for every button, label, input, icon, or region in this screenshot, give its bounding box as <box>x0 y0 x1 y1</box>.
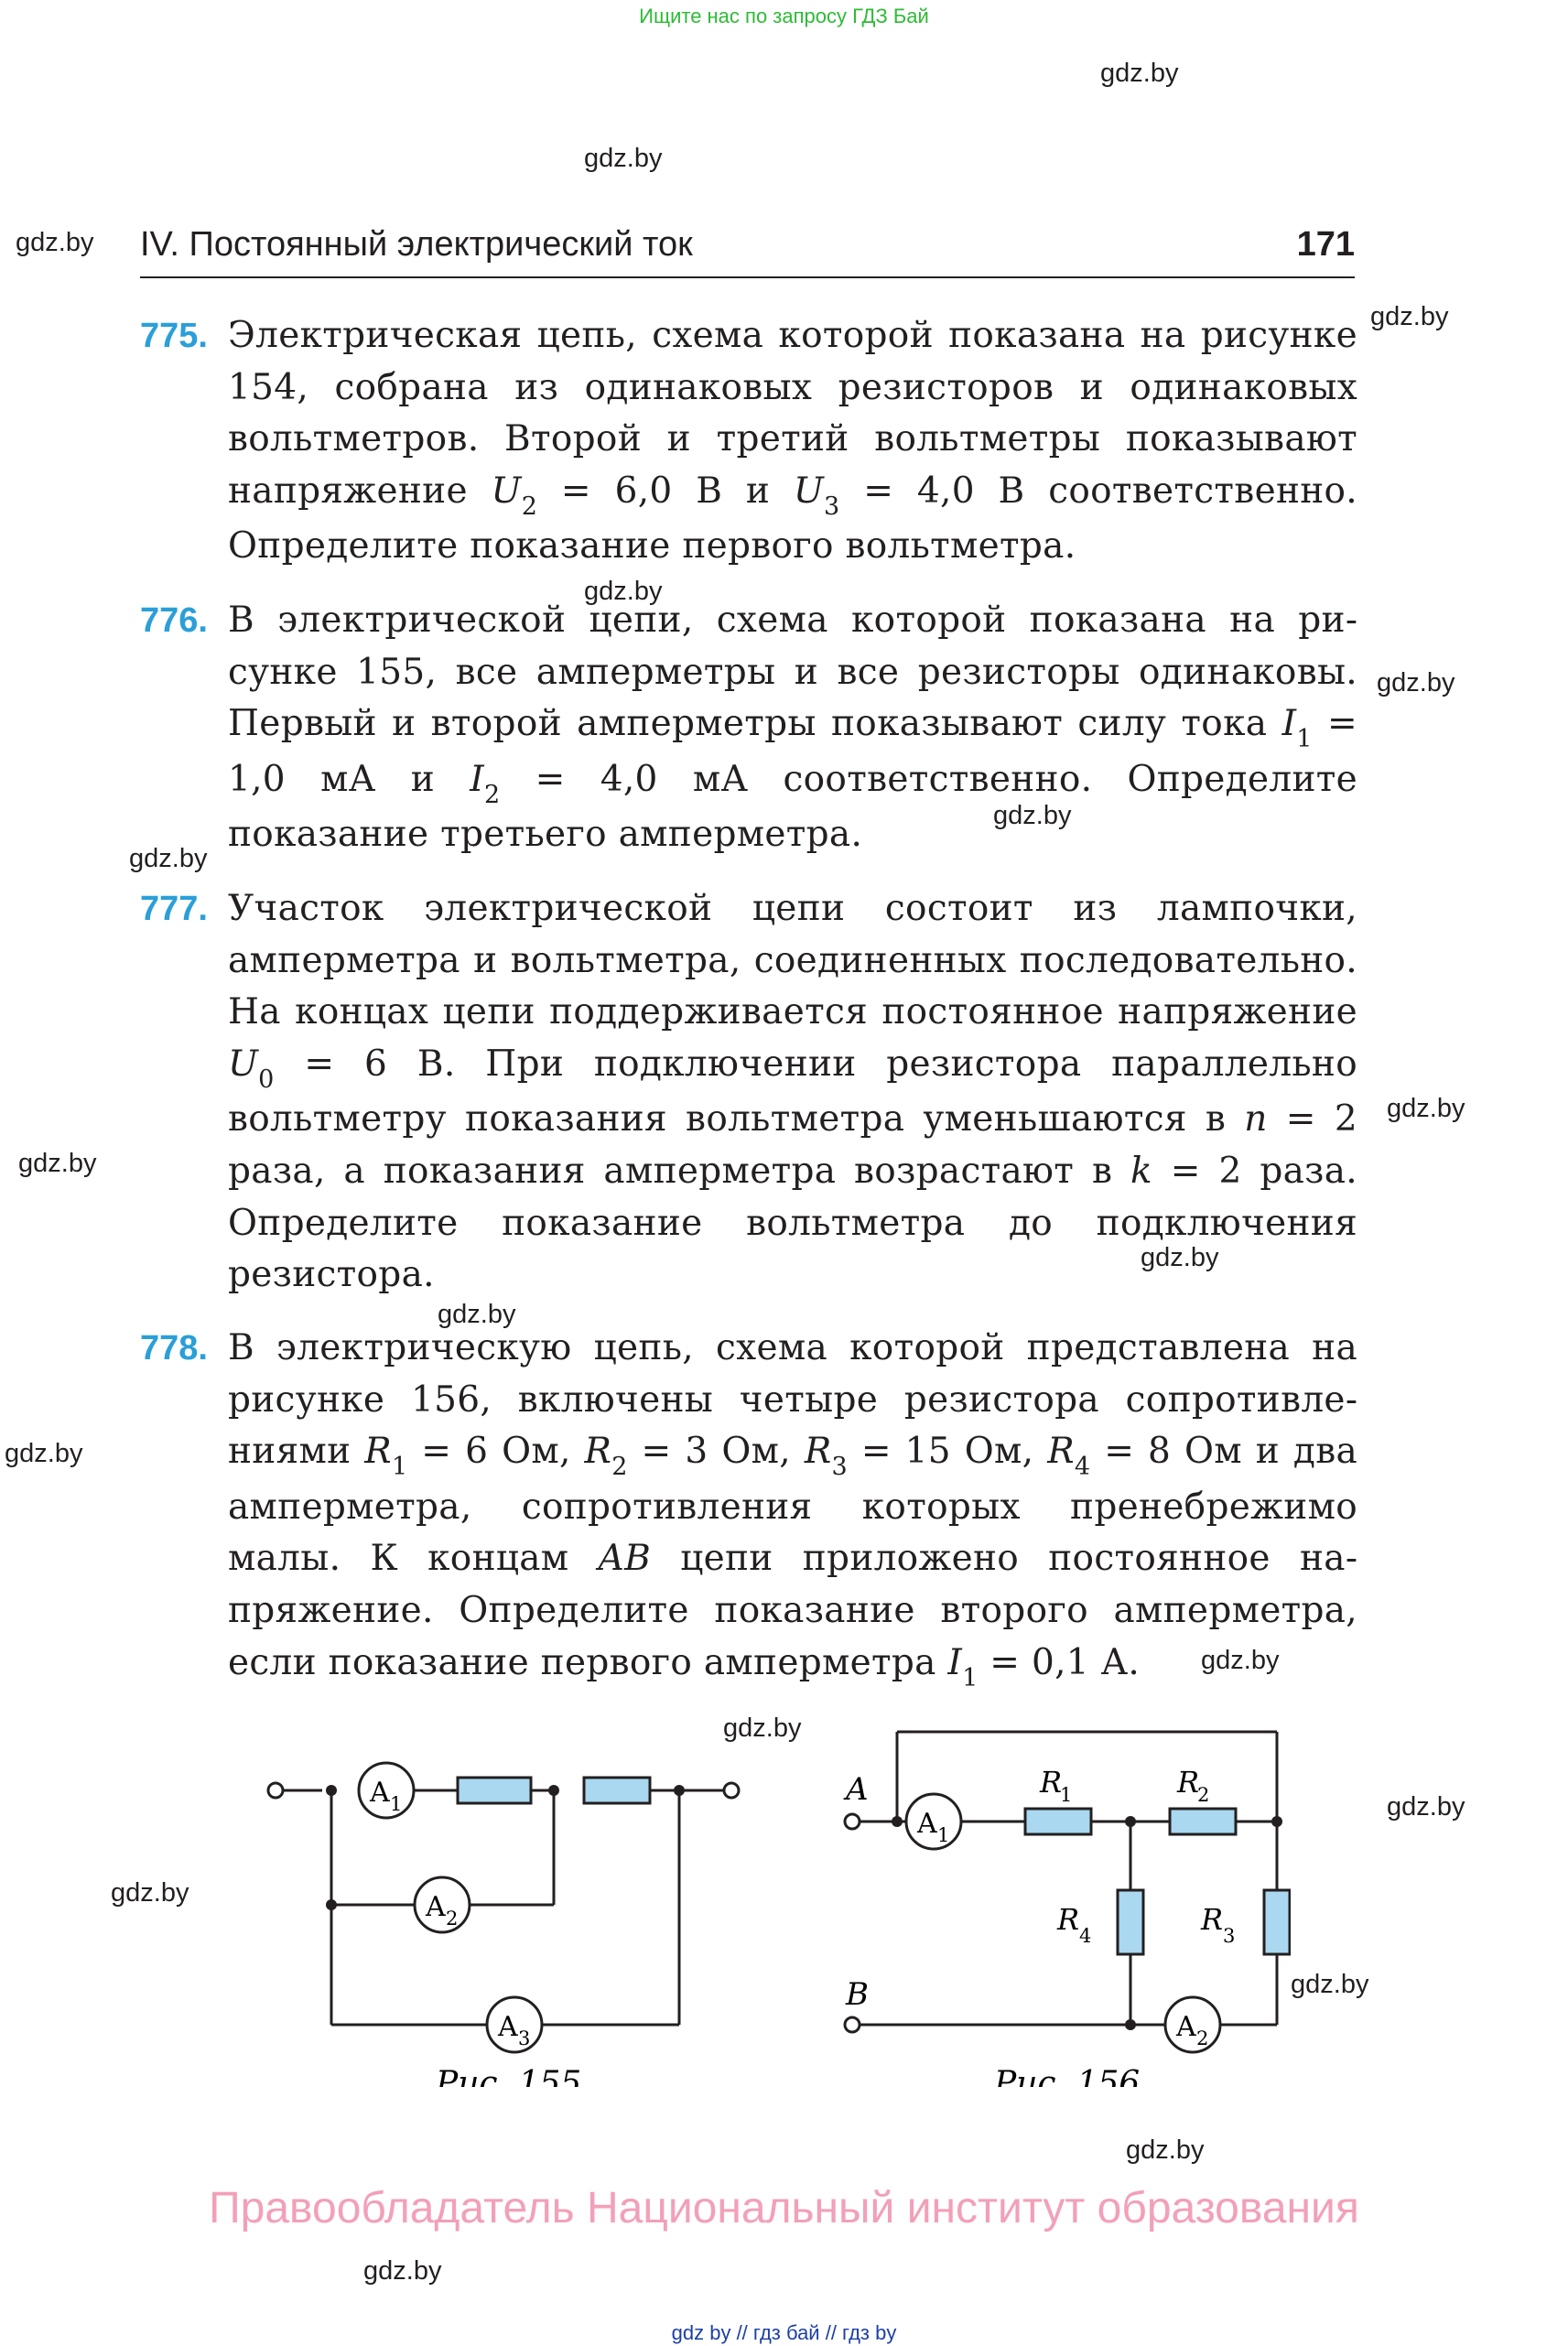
resistor <box>456 1776 533 1805</box>
svg-text:A: A <box>916 1808 937 1840</box>
watermark: gdz.by <box>1100 59 1179 88</box>
figure-155-circuit: A 1 A 2 A 3 Рис. 155 <box>266 1761 741 2087</box>
copyright-notice: Правообладатель Национальный институт об… <box>209 2184 1359 2232</box>
svg-text:1: 1 <box>1060 1784 1072 1806</box>
problem-778: 778. В электрическую цепь, схема которой… <box>140 1323 1357 1692</box>
problem-text: В электрической цепи, схема которой пока… <box>228 600 1357 856</box>
problem-number: 777. <box>140 890 208 928</box>
watermark: gdz.by <box>584 577 663 606</box>
terminal-b <box>843 2016 861 2034</box>
ammeter-a2: A 2 <box>413 1876 471 1934</box>
section-title: IV. Постоянный электрический ток <box>140 225 693 264</box>
svg-text:4: 4 <box>1079 1925 1091 1947</box>
bottom-site-links[interactable]: gdz by // гдз бай // гдз by <box>671 2321 897 2344</box>
watermark: gdz.by <box>111 1878 189 1908</box>
watermark: gdz.by <box>1377 668 1455 697</box>
ammeter-a3: A 3 <box>485 1995 544 2054</box>
svg-text:R: R <box>1176 1765 1199 1800</box>
svg-text:A: A <box>497 2011 518 2043</box>
svg-text:R: R <box>1056 1902 1079 1937</box>
figure-caption: Рис. 155 <box>435 2065 581 2087</box>
svg-text:A: A <box>1175 2011 1196 2043</box>
svg-text:A: A <box>369 1777 390 1809</box>
watermark: gdz.by <box>363 2256 442 2286</box>
problem-text: Участок электрической цепи состоит из ла… <box>228 888 1358 1296</box>
top-search-banner[interactable]: Ищите нас по запросу ГДЗ Бай <box>639 5 929 27</box>
page-number: 171 <box>1296 225 1355 264</box>
watermark: gdz.by <box>584 144 663 173</box>
ammeter-a1: A 1 <box>904 1792 963 1851</box>
resistor-r4: R 4 <box>1056 1888 1145 1956</box>
watermark: gdz.by <box>16 228 94 257</box>
terminal-b-label: B <box>845 1976 869 2013</box>
terminal-a <box>843 1812 861 1831</box>
watermark: gdz.by <box>1387 1094 1465 1123</box>
watermark: gdz.by <box>438 1300 516 1329</box>
watermark: gdz.by <box>5 1439 83 1468</box>
resistor <box>582 1776 652 1805</box>
header-rule <box>140 276 1355 278</box>
ammeter-a2: A 2 <box>1163 1995 1222 2054</box>
watermark: gdz.by <box>723 1714 802 1743</box>
watermark: gdz.by <box>993 801 1072 830</box>
watermark: gdz.by <box>18 1149 97 1178</box>
terminal-right <box>722 1781 741 1800</box>
svg-text:1: 1 <box>937 1824 949 1846</box>
problem-text: Электрическая цепь, схема которой показа… <box>228 315 1358 568</box>
problem-775: 775. Электрическая цепь, схема которой п… <box>140 310 1357 573</box>
svg-text:A: A <box>425 1891 446 1923</box>
problem-number: 775. <box>140 317 208 355</box>
problem-777: 777. Участок электрической цепи состоит … <box>140 883 1357 1302</box>
problem-text: В электрическую цепь, схема которой пред… <box>228 1327 1358 1692</box>
svg-text:2: 2 <box>1196 2027 1208 2049</box>
svg-text:2: 2 <box>446 1908 458 1930</box>
figure-156-circuit: A B R 1 R 2 R 3 R 4 A 1 A 2 Рис. 156 <box>843 1730 1291 2087</box>
resistor-r1: R 1 <box>1023 1765 1093 1836</box>
problem-number: 778. <box>140 1329 208 1368</box>
watermark: gdz.by <box>1387 1792 1465 1822</box>
resistor-r2: R 2 <box>1168 1765 1238 1836</box>
problem-776: 776. В электрической цепи, схема которой… <box>140 595 1357 861</box>
ammeter-a1: A 1 <box>357 1761 416 1820</box>
svg-text:3: 3 <box>518 2027 530 2049</box>
watermark: gdz.by <box>1201 1646 1280 1675</box>
watermark: gdz.by <box>1141 1243 1219 1272</box>
problem-number: 776. <box>140 601 208 640</box>
watermark: gdz.by <box>1126 2135 1205 2165</box>
resistor-r3: R 3 <box>1200 1888 1291 1956</box>
svg-text:2: 2 <box>1197 1784 1209 1806</box>
terminal-left <box>266 1781 285 1800</box>
terminal-a-label: A <box>843 1771 869 1808</box>
svg-text:R: R <box>1200 1902 1223 1937</box>
watermark: gdz.by <box>1370 302 1449 331</box>
watermark: gdz.by <box>129 844 208 873</box>
watermark: gdz.by <box>1291 1970 1369 1999</box>
svg-text:3: 3 <box>1223 1925 1235 1947</box>
figure-caption: Рис. 156 <box>993 2065 1140 2087</box>
svg-text:1: 1 <box>390 1793 402 1815</box>
svg-text:R: R <box>1039 1765 1062 1800</box>
